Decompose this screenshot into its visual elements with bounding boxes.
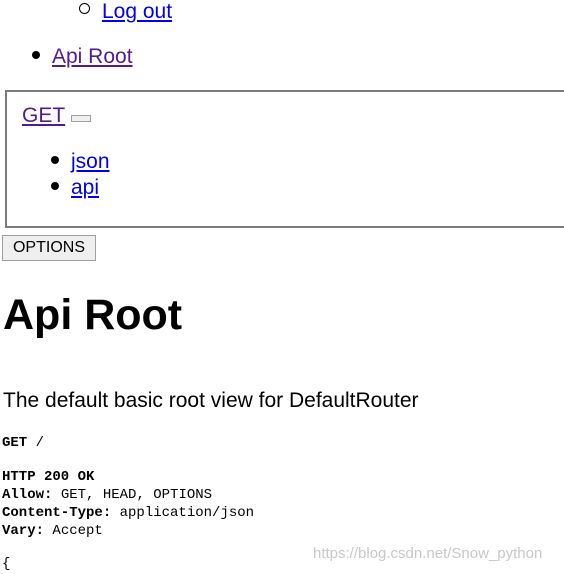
header-name: Vary: [2,523,45,539]
page-description: The default basic root view for DefaultR… [3,389,419,412]
header-name: Content-Type: [2,505,112,521]
watermark: https://blog.csdn.net/Snow_python [313,545,543,562]
disc-bullet-icon [32,51,40,59]
disc-bullet-icon [51,156,59,164]
get-link[interactable]: GET [22,104,66,127]
logout-item: Log out [79,0,172,26]
response-status: HTTP 200 OK [2,469,95,485]
json-link[interactable]: json [71,150,110,173]
get-row: GET [22,104,92,128]
request-path: / [35,435,45,451]
response-info: HTTP 200 OK Allow: GET, HEAD, OPTIONS Co… [2,468,254,540]
format-dropdown-button[interactable] [71,115,92,122]
format-link-list: json api [51,149,110,201]
list-item: api [51,175,110,201]
options-button[interactable]: OPTIONS [2,235,96,261]
request-method: GET [2,435,28,451]
response-body: { [2,556,11,572]
logout-link[interactable]: Log out [102,0,173,23]
circle-bullet-icon [79,3,90,14]
request-info: GET / [2,434,44,452]
disc-bullet-icon [51,182,59,190]
api-link[interactable]: api [71,176,100,199]
page-title: Api Root [3,291,183,339]
header-name: Allow: [2,487,53,503]
breadcrumb-api-root-link[interactable]: Api Root [52,45,133,68]
header-value: GET, HEAD, OPTIONS [60,487,213,503]
get-form-fieldset: GET json api [5,90,564,228]
breadcrumb: Api Root [32,45,133,69]
header-value: application/json [119,505,255,521]
header-value: Accept [52,523,103,539]
list-item: json [51,149,110,175]
